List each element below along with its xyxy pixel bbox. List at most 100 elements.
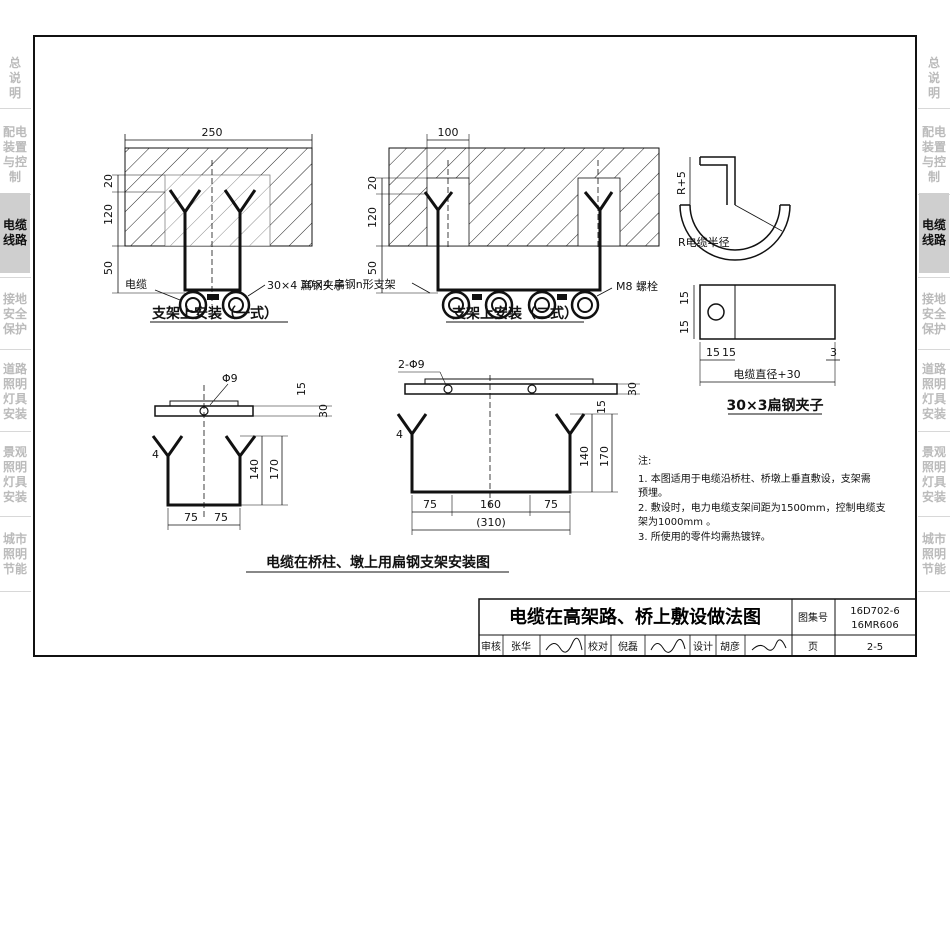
fig4-dim-140: 140	[248, 459, 261, 480]
right-tab-2-line: 制	[927, 170, 940, 184]
fig1-dim-20: 20	[102, 174, 115, 188]
fig5-dim-75a: 75	[423, 498, 437, 511]
right-tab-4-line: 安全	[921, 306, 946, 321]
left-tab-7-line: 照明	[2, 547, 27, 561]
left-tab-divider	[0, 591, 31, 592]
left-tab-5-line: 安装	[2, 407, 27, 421]
fig1-caption: 支架上安装（一式）	[151, 305, 278, 322]
fig1-label-clip: 30×4 扁钢夹子	[267, 279, 345, 292]
left-tab-5[interactable]: 道路照明灯具安装	[0, 357, 30, 427]
left-tab-5-line: 灯具	[2, 392, 27, 406]
fig2-caption: 支架上安装（二式）	[451, 305, 578, 322]
right-tab-5-line: 照明	[921, 377, 946, 391]
note-line-2: 预埋。	[638, 487, 668, 499]
right-tab-1[interactable]: 总说明	[919, 52, 949, 104]
fig3-label-r5: R+5	[675, 171, 688, 195]
left-tab-2-line: 配电	[2, 125, 27, 139]
fig3-dim-width: 电缆直径+30	[733, 367, 800, 381]
right-tab-6-line: 景观	[921, 444, 946, 459]
left-tab-2[interactable]: 配电装置与控制	[0, 120, 30, 190]
left-tab-3-line: 线路	[2, 233, 27, 247]
left-tab-4-line: 安全	[2, 306, 27, 321]
left-tab-6[interactable]: 景观照明灯具安装	[0, 437, 30, 512]
right-tab-7-line: 城市	[921, 532, 946, 546]
right-tab-7-line: 节能	[921, 562, 946, 576]
right-tab-5[interactable]: 道路照明灯具安装	[919, 357, 949, 427]
figure-bracket-install-type2: 100 20 120 50 30×4 扁钢n形	[300, 126, 660, 323]
left-tab-divider	[0, 108, 31, 109]
left-tab-4-line: 接地	[2, 291, 27, 306]
left-tab-2-line: 与控	[2, 155, 27, 169]
right-tab-3-line: 线路	[921, 233, 946, 247]
left-tab-1[interactable]: 总说明	[0, 52, 30, 104]
fig5-dim-170: 170	[598, 446, 611, 467]
left-tab-divider	[0, 349, 31, 350]
left-tab-4[interactable]: 接地安全保护	[0, 283, 30, 345]
fig3-dim-15d: 15	[722, 346, 736, 359]
notes-heading: 注:	[638, 454, 651, 467]
title-block: 电缆在高架路、桥上敷设做法图 图集号 16D702-6 16MR606 审核 张…	[478, 598, 917, 657]
right-tab-5-line: 道路	[921, 362, 946, 376]
right-tab-3[interactable]: 电缆线路	[919, 193, 949, 273]
left-tab-4-line: 保护	[2, 321, 27, 336]
drawing-title: 电缆在高架路、桥上敷设做法图	[509, 606, 761, 628]
left-tab-divider	[0, 516, 31, 517]
fig4-dim-15: 15	[295, 382, 308, 396]
fig3-dim-15b: 15	[678, 320, 691, 334]
fig1-dim-top: 250	[202, 126, 223, 139]
fig3-dim-15a: 15	[678, 291, 691, 305]
fig5-dim-75b: 75	[544, 498, 558, 511]
left-tab-6-line: 景观	[2, 444, 27, 459]
right-tab-4[interactable]: 接地安全保护	[919, 283, 949, 345]
fig3-dim-3: 3	[830, 346, 837, 359]
figure-double-bracket: 2-Φ9 30 15 4 140 170 75 160 75 (31	[396, 358, 640, 535]
drawing-frame	[33, 35, 917, 657]
right-tab-divider	[918, 516, 950, 517]
left-tab-7[interactable]: 城市照明节能	[0, 522, 30, 587]
notes: 注: 1. 本图适用于电缆沿桥柱、桥墩上垂直敷设，支架需 预埋。 2. 敷设时，…	[638, 454, 886, 543]
right-tab-5-line: 安装	[921, 407, 946, 421]
main-caption: 电缆在桥柱、墩上用扁钢支架安装图	[266, 554, 490, 571]
figure-bracket-install-type1: 250 20 120 50 30×4 扁钢夹子 电缆 支架上安装（一式）	[102, 126, 345, 323]
fig2-dim-20: 20	[366, 176, 379, 190]
right-tab-1-line: 说	[927, 70, 940, 85]
note-line-4: 架为1000mm 。	[638, 516, 716, 528]
left-tab-1-line: 说	[8, 70, 21, 85]
checker-signature	[650, 638, 686, 653]
right-tab-7[interactable]: 城市照明节能	[919, 522, 949, 587]
reviewer-name: 张华	[511, 640, 531, 653]
fig2-dim-50: 50	[366, 261, 379, 275]
fig2-cables	[441, 290, 600, 320]
right-tab-3-line: 电缆	[921, 218, 946, 232]
designer-name: 胡彦	[720, 640, 740, 653]
right-tab-2[interactable]: 配电装置与控制	[919, 120, 949, 190]
fig5-dim-140: 140	[578, 446, 591, 467]
reviewer-signature	[545, 637, 583, 653]
right-tab-divider	[918, 349, 950, 350]
fig3-dim-15c: 15	[706, 346, 720, 359]
atlas-label: 图集号	[798, 611, 828, 624]
right-tab-1-line: 明	[927, 85, 940, 100]
left-tab-3-line: 电缆	[2, 218, 27, 232]
fig5-dim-30: 30	[626, 382, 639, 396]
left-tab-2-line: 制	[8, 170, 21, 184]
note-line-5: 3. 所使用的零件均需热镀锌。	[638, 530, 771, 543]
fig2-label-bolt: M8 螺栓	[616, 279, 658, 293]
fig5-dim-15: 15	[595, 400, 608, 414]
left-tab-7-line: 城市	[2, 532, 27, 546]
fig1-dim-120: 120	[102, 204, 115, 225]
fig3-label-radius: R电缆半径	[678, 235, 730, 249]
right-tab-6[interactable]: 景观照明灯具安装	[919, 437, 949, 512]
left-tab-5-line: 道路	[2, 362, 27, 376]
note-line-3: 2. 敷设时，电力电缆支架间距为1500mm，控制电缆支	[638, 501, 886, 514]
checker-name: 倪磊	[618, 641, 638, 653]
figure-flat-steel-clip: R+5 R电缆半径 15 15 15 15 3 电缆直径+30 30×3扁钢夹子	[675, 156, 840, 415]
left-tab-2-line: 装置	[2, 140, 27, 154]
right-tab-6-line: 安装	[921, 489, 946, 504]
left-tab-3[interactable]: 电缆线路	[0, 193, 30, 273]
fig5-dim-160: 160	[480, 498, 501, 511]
fig1-dim-50: 50	[102, 261, 115, 275]
design-label: 设计	[693, 640, 713, 653]
